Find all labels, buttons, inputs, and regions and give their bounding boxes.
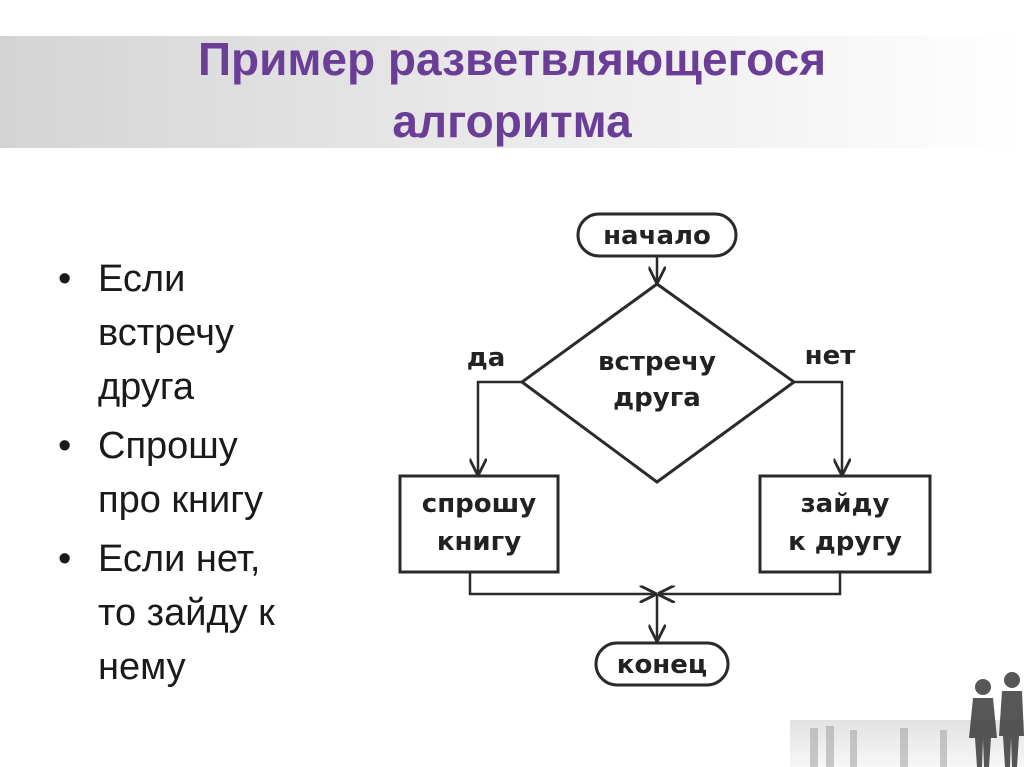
bullet-line: друга: [98, 366, 195, 408]
decision-label-line: встречу: [598, 347, 716, 377]
connector-no: [794, 380, 842, 474]
bullet-dot-icon: •: [58, 425, 72, 467]
decision-diamond: [519, 282, 797, 484]
no-action-line: зайду: [801, 489, 890, 519]
no-label: нет: [805, 341, 856, 371]
bullet-item: • Спрошу про книгу: [58, 419, 388, 527]
slide-title-line: Пример разветвляющегося: [197, 33, 827, 85]
bullet-line: про книгу: [98, 479, 264, 521]
bullet-line: Спрошу: [98, 425, 238, 467]
bullet-line: то зайду к: [98, 592, 275, 634]
yes-action-line: спрошу: [422, 489, 536, 519]
bullet-list: • Если встречу друга • Спрошу про книгу …: [58, 252, 388, 699]
start-label: начало: [603, 221, 711, 251]
slide-title: Пример разветвляющегося алгоритма: [0, 28, 1024, 152]
bullet-item: • Если встречу друга: [58, 252, 388, 414]
business-people-silhouette-icon: [790, 672, 1024, 767]
connector-merge-right: [659, 572, 842, 594]
decision-label-line: друга: [613, 383, 701, 413]
end-terminal: [594, 641, 730, 687]
connector-yes: [478, 380, 522, 474]
yes-action-box: [398, 474, 560, 574]
no-action-box: [758, 474, 932, 574]
bullet-line: нему: [98, 646, 186, 688]
bullet-item: • Если нет, то зайду к нему: [58, 532, 388, 694]
bullet-line: Если: [98, 258, 186, 300]
connector-merge-left: [468, 572, 655, 594]
yes-action-line: книгу: [437, 527, 521, 557]
bullet-line: Если нет,: [98, 538, 261, 580]
yes-label: да: [467, 343, 506, 373]
slide-title-line: алгоритма: [392, 95, 632, 147]
title-band: [0, 36, 1024, 148]
bullet-dot-icon: •: [58, 258, 72, 300]
bullet-dot-icon: •: [58, 538, 72, 580]
end-label: конец: [617, 650, 707, 680]
bullet-line: встречу: [98, 312, 234, 354]
no-action-line: к другу: [788, 527, 902, 557]
